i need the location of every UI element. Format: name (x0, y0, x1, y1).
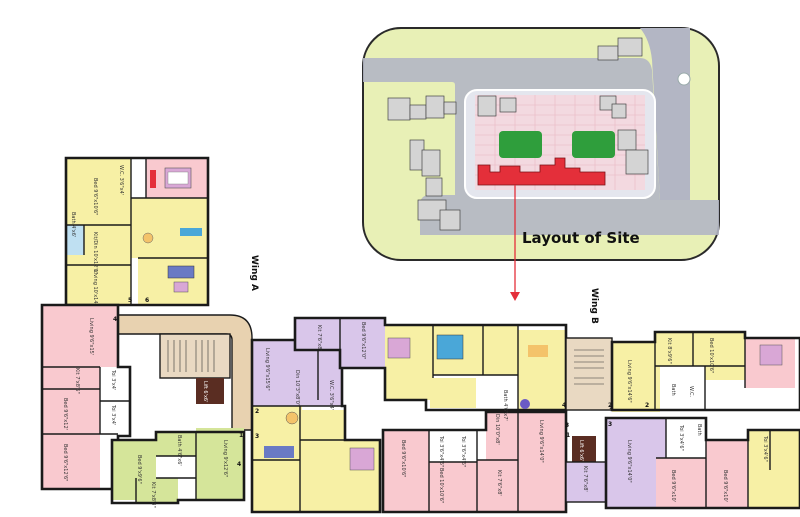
wing-a-label: Wing A (249, 255, 259, 291)
room-label: Bath 4'6"x6' (176, 435, 182, 466)
wing-b-block: Kit 7'6"x8' Bed 9'6"x12'0" 4 Bed 9'6"x10… (293, 316, 613, 514)
pointer-arrowhead (510, 292, 520, 301)
stair-number: 6 (145, 297, 149, 304)
room-label: Bed 9'6"x10' (670, 470, 676, 502)
room-label: Bath (670, 384, 676, 396)
stair-number: 4 (237, 461, 241, 468)
room-label: Din 10'0"x8' (494, 414, 500, 445)
wing-a-lower-block: 4 Living 9'6"x15' Kit 7'x8'6" Bed 9'6"x1… (40, 303, 382, 514)
room-label: Kit 7'6"x8' (316, 325, 322, 351)
room-label: Bed 9'6"x12'0" (360, 322, 366, 359)
wing-b-label: Wing B (589, 288, 599, 324)
room-label: Kit 7'x8'3" (150, 482, 156, 508)
room-fill (66, 158, 131, 225)
room-label: W.C. 3'6"x4' (328, 380, 334, 410)
room-label: Bed 9'6"x10'6" (400, 440, 406, 477)
stair-number: 3 (565, 422, 569, 429)
stair-number: 3 (255, 433, 259, 440)
room-label: Living 9'6"x15' (88, 318, 94, 355)
room-label: Kit 7'6"x8' (582, 466, 588, 492)
room-label: Living 9'6"x14'0" (626, 440, 632, 483)
room-label: Bed 9'6"x10' (722, 470, 728, 502)
lawn-left (499, 131, 542, 158)
room-label: Living 9'6"x15'6" (264, 348, 270, 391)
site-layout-inset: Layout of Site (362, 27, 720, 301)
lawn-right (572, 131, 615, 158)
room-label: Bed 9'6"x12'6" (62, 444, 68, 481)
right-block: Kit 8'x9'6" Bed 10'x10'6" Living 9'6"x14… (604, 330, 800, 510)
room-label: Bath (696, 424, 702, 436)
room-label: Kit/Din 10'x12'0" (92, 232, 98, 274)
room-label: Living 10'x14'6" (92, 270, 98, 310)
stair-number: 1 (239, 432, 243, 439)
stair-number: 4 (562, 402, 566, 409)
room-label: Bed 10'x10'6" (438, 468, 444, 503)
stair-number: 2 (255, 408, 259, 415)
room-label: Toi 3'6"x4'6" (460, 435, 466, 467)
room-label: Bed 9'6"x10'6" (92, 178, 98, 215)
room-label: Bed 9'6"x12' (62, 398, 68, 430)
stair-number: 2 (608, 402, 612, 409)
room-label: Toi 3'6"x4'6" (438, 435, 444, 467)
a-top-labels: Bed 9'6"x10'6" W.C. 3'6"x4' Kit/Din 10'x… (70, 165, 124, 310)
room-label: Toi 3'x4' (110, 369, 116, 390)
room-label: Bath 4'x6' (70, 212, 76, 237)
room-label: Toi 3'x4'6" (678, 424, 684, 451)
room-label: Bath 4'6"x7' (502, 390, 508, 421)
room-label: Living 9'6"x14'6" (626, 360, 632, 403)
room-label: Living 9'x12'6" (222, 440, 228, 477)
room-label: Kit 8'x9'6" (666, 338, 672, 364)
room-label: Din 10'3"x8'0" (294, 370, 300, 406)
room-label: W.C. (688, 386, 694, 397)
site-road-north (640, 28, 690, 200)
svg-text:Lift 6'x6': Lift 6'x6' (578, 440, 584, 461)
room-label: W.C. 3'6"x4' (118, 165, 124, 195)
stair-number: 5 (128, 297, 132, 304)
svg-text:Lift 6'x6': Lift 6'x6' (202, 381, 208, 402)
room-label: Kit 7'6"x8' (496, 470, 502, 496)
room-label: Bed 9'x9'6" (136, 455, 142, 484)
stair-number: 1 (566, 432, 570, 439)
room-label: Toi 3'x4'6" (762, 435, 768, 462)
room-label: Living 9'6"x14'0" (538, 420, 544, 463)
room-label: Toi 3'x4' (110, 404, 116, 425)
site-layout-title: Layout of Site (522, 229, 640, 247)
roundabout (677, 72, 691, 86)
stair-number: 2 (645, 402, 649, 409)
room-label: Kit 7'x8'6" (74, 368, 80, 394)
stair-number: 4 (113, 316, 117, 323)
highlighted-building (477, 157, 606, 186)
site-buildings (387, 37, 649, 231)
stair-number: 3 (608, 421, 612, 428)
room-label: Bed 10'x10'6" (708, 338, 714, 373)
wing-a-upper-unit: Bed 9'6"x10'6" W.C. 3'6"x4' Kit/Din 10'x… (64, 156, 210, 310)
